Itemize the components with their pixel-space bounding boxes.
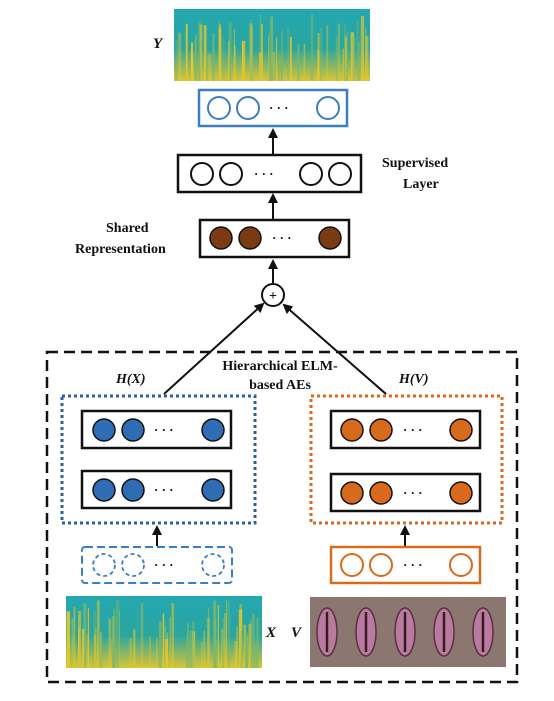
audio-hidden-group	[60, 394, 257, 525]
supervised-layer: · · ·	[176, 153, 363, 194]
video-layer1-ellipsis: · · ·	[403, 485, 423, 500]
video-input-ellipsis: · · ·	[403, 557, 423, 572]
audio-hidden-layer-1: · · ·	[80, 469, 233, 510]
y-output-label: Y	[153, 36, 164, 52]
audio-layer2-ellipsis: · · ·	[154, 422, 174, 437]
fusion-symbol: +	[269, 289, 277, 304]
hierarchical-label-line2: based AEs	[249, 378, 311, 393]
hierarchical-label-line1: Hierarchical ELM-	[222, 359, 338, 374]
video-input-layer: · · ·	[329, 545, 482, 585]
video-layer2-ellipsis: · · ·	[403, 422, 423, 437]
supervised-label-line1: Supervised	[382, 156, 448, 171]
audio-hidden-layer-2: · · ·	[80, 409, 233, 450]
h-x-label: H(X)	[115, 372, 146, 387]
input-spectrogram	[66, 596, 262, 668]
x-input-label: X	[265, 625, 277, 641]
shared-label-line1: Shared	[106, 221, 149, 236]
supervised-label-line2: Layer	[403, 177, 439, 192]
shared-representation-layer: · · ·	[198, 218, 351, 259]
arrow-audio-to-fusion	[163, 302, 265, 395]
video-hidden-layer-2: · · ·	[329, 409, 482, 450]
output-layer-ellipsis: · · ·	[269, 100, 289, 115]
video-hidden-layer-1: · · ·	[329, 472, 482, 513]
arrow-video-to-fusion	[282, 303, 387, 395]
audio-input-layer: · · ·	[81, 546, 233, 584]
output-spectrogram	[174, 9, 370, 82]
audio-input-ellipsis: · · ·	[154, 557, 174, 572]
circled-plus-icon: +	[261, 283, 285, 307]
supervised-layer-ellipsis: · · ·	[254, 166, 274, 181]
h-v-label: H(V)	[398, 372, 429, 387]
output-layer: · · ·	[197, 88, 349, 128]
hierarchical-aes-container	[45, 350, 519, 684]
shared-label-line2: Representation	[75, 242, 166, 257]
shared-layer-ellipsis: · · ·	[272, 230, 292, 245]
audio-layer1-ellipsis: · · ·	[154, 482, 174, 497]
lip-frames-icon	[310, 597, 506, 667]
video-hidden-group	[309, 394, 504, 525]
v-input-label: V	[291, 625, 303, 641]
